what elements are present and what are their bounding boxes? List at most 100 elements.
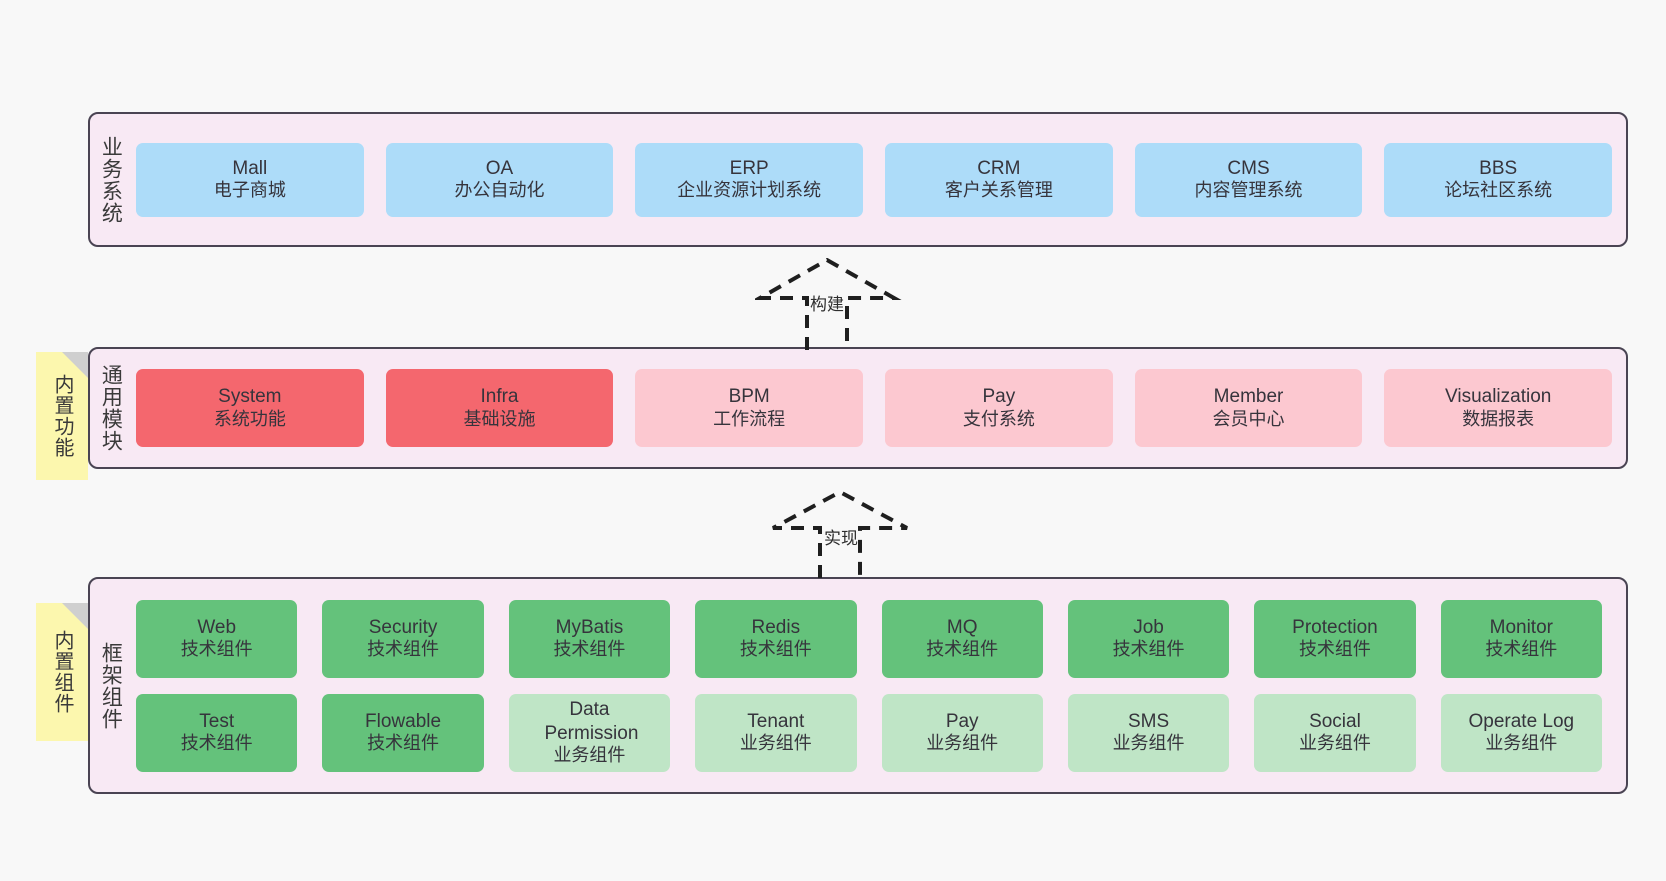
- card-subtitle: 工作流程: [713, 408, 786, 429]
- card-subtitle: 客户关系管理: [944, 180, 1053, 201]
- card-title: Social: [1309, 710, 1361, 732]
- card-row: System 系统功能 Infra 基础设施 BPM 工作流程 Pay 支付系统…: [136, 369, 1613, 447]
- card-title: Pay: [945, 710, 979, 732]
- card-title: MQ: [946, 616, 978, 638]
- card-title: Security: [368, 616, 438, 638]
- card-row-business: Test 技术组件 Flowable 技术组件 Data Permission …: [136, 693, 1602, 772]
- layer-title-framework-component: 框架组件: [99, 641, 123, 730]
- card-subtitle: 论坛社区系统: [1444, 180, 1553, 201]
- card-pay[interactable]: Pay 支付系统: [885, 369, 1113, 447]
- card-web[interactable]: Web 技术组件: [136, 599, 298, 678]
- card-subtitle: 电子商城: [213, 180, 286, 201]
- layer-business-system: 业务系统 Mall 电子商城 OA 办公自动化 ERP 企业资源计划系统 CRM…: [88, 112, 1628, 247]
- card-subtitle: 技术组件: [367, 733, 440, 754]
- card-title: Redis: [751, 616, 801, 638]
- card-title: Pay: [982, 386, 1016, 408]
- card-security[interactable]: Security 技术组件: [322, 599, 484, 678]
- card-bpm[interactable]: BPM 工作流程: [635, 369, 864, 447]
- connector-realize-label: 实现: [824, 529, 858, 548]
- card-title: BPM: [728, 386, 770, 408]
- sticky-fold-corner: [62, 603, 88, 629]
- card-title: CRM: [977, 157, 1021, 179]
- card-title: OA: [485, 157, 514, 179]
- card-subtitle: 业务组件: [1485, 733, 1558, 754]
- layer-framework-component: 框架组件 Web 技术组件 Security 技术组件 MyBatis 技术组件…: [88, 577, 1628, 794]
- card-title: Visualization: [1445, 386, 1552, 408]
- card-subtitle: 技术组件: [926, 639, 999, 660]
- card-subtitle: 企业资源计划系统: [677, 180, 822, 201]
- card-infra[interactable]: Infra 基础设施: [385, 369, 614, 447]
- card-title: Test: [199, 710, 235, 732]
- card-visualization[interactable]: Visualization 数据报表: [1384, 369, 1613, 447]
- card-subtitle: 技术组件: [1485, 639, 1558, 660]
- card-subtitle: 技术组件: [180, 639, 253, 660]
- card-erp[interactable]: ERP 企业资源计划系统: [635, 142, 864, 217]
- card-title: Flowable: [365, 710, 442, 732]
- card-title: Data Permission: [544, 699, 639, 744]
- card-subtitle: 业务组件: [926, 733, 999, 754]
- card-subtitle: 数据报表: [1462, 408, 1535, 429]
- card-title: System: [218, 386, 282, 408]
- card-mq[interactable]: MQ 技术组件: [881, 599, 1043, 678]
- card-tenant[interactable]: Tenant 业务组件: [695, 693, 857, 772]
- connector-build-arrow: [755, 258, 902, 350]
- card-oa[interactable]: OA 办公自动化: [385, 142, 614, 217]
- card-title: Protection: [1292, 616, 1378, 638]
- connector-build-label: 构建: [810, 295, 844, 314]
- card-test[interactable]: Test 技术组件: [136, 693, 298, 772]
- card-title: BBS: [1479, 157, 1518, 179]
- card-sms[interactable]: SMS 业务组件: [1067, 693, 1230, 772]
- card-subtitle: 会员中心: [1212, 408, 1285, 429]
- card-title: Operate Log: [1468, 710, 1575, 732]
- card-title: Infra: [480, 386, 519, 408]
- card-flowable[interactable]: Flowable 技术组件: [322, 693, 484, 772]
- card-subtitle: 技术组件: [553, 639, 626, 660]
- card-job[interactable]: Job 技术组件: [1067, 599, 1230, 678]
- layer-body-common-module: System 系统功能 Infra 基础设施 BPM 工作流程 Pay 支付系统…: [130, 349, 1626, 467]
- card-pay-business[interactable]: Pay 业务组件: [881, 693, 1043, 772]
- card-subtitle: 业务组件: [1298, 733, 1371, 754]
- card-title: Tenant: [747, 710, 805, 732]
- card-monitor[interactable]: Monitor 技术组件: [1440, 599, 1602, 678]
- card-operate-log[interactable]: Operate Log 业务组件: [1440, 693, 1602, 772]
- sticky-note-builtin-component: 内置组件: [36, 603, 88, 741]
- layer-body-business-system: Mall 电子商城 OA 办公自动化 ERP 企业资源计划系统 CRM 客户关系…: [130, 114, 1626, 245]
- card-mybatis[interactable]: MyBatis 技术组件: [508, 599, 671, 678]
- card-system[interactable]: System 系统功能: [136, 369, 364, 447]
- card-bbs[interactable]: BBS 论坛社区系统: [1384, 142, 1613, 217]
- card-subtitle: 内容管理系统: [1194, 180, 1303, 201]
- card-subtitle: 业务组件: [1112, 733, 1185, 754]
- card-subtitle: 技术组件: [739, 639, 812, 660]
- card-subtitle: 技术组件: [367, 639, 440, 660]
- card-title: ERP: [729, 157, 769, 179]
- card-subtitle: 办公自动化: [454, 180, 545, 201]
- sticky-note-builtin-function: 内置功能: [36, 352, 88, 480]
- card-subtitle: 业务组件: [739, 733, 812, 754]
- card-social[interactable]: Social 业务组件: [1254, 693, 1416, 772]
- card-redis[interactable]: Redis 技术组件: [695, 599, 857, 678]
- card-title: Member: [1213, 386, 1284, 408]
- card-data-permission[interactable]: Data Permission 业务组件: [508, 693, 671, 772]
- layer-common-module: 通用模块 System 系统功能 Infra 基础设施 BPM 工作流程 Pay…: [88, 347, 1628, 469]
- connector-realize-arrow: [772, 490, 908, 578]
- card-title: Job: [1133, 616, 1164, 638]
- card-title: CMS: [1227, 157, 1270, 179]
- layer-title-common-module: 通用模块: [99, 364, 123, 452]
- sticky-fold-corner: [62, 352, 88, 378]
- card-row: Mall 电子商城 OA 办公自动化 ERP 企业资源计划系统 CRM 客户关系…: [136, 142, 1613, 217]
- card-subtitle: 技术组件: [1298, 639, 1371, 660]
- card-member[interactable]: Member 会员中心: [1134, 369, 1363, 447]
- card-cms[interactable]: CMS 内容管理系统: [1134, 142, 1363, 217]
- card-title: Monitor: [1489, 616, 1553, 638]
- card-protection[interactable]: Protection 技术组件: [1254, 599, 1416, 678]
- card-crm[interactable]: CRM 客户关系管理: [885, 142, 1113, 217]
- card-mall[interactable]: Mall 电子商城: [136, 142, 364, 217]
- card-subtitle: 业务组件: [553, 744, 626, 765]
- card-subtitle: 基础设施: [463, 408, 536, 429]
- card-title: Web: [197, 616, 237, 638]
- card-subtitle: 系统功能: [213, 408, 286, 429]
- sticky-note-label: 内置组件: [51, 630, 73, 714]
- layer-title-business-system: 业务系统: [99, 135, 123, 224]
- card-subtitle: 支付系统: [962, 408, 1035, 429]
